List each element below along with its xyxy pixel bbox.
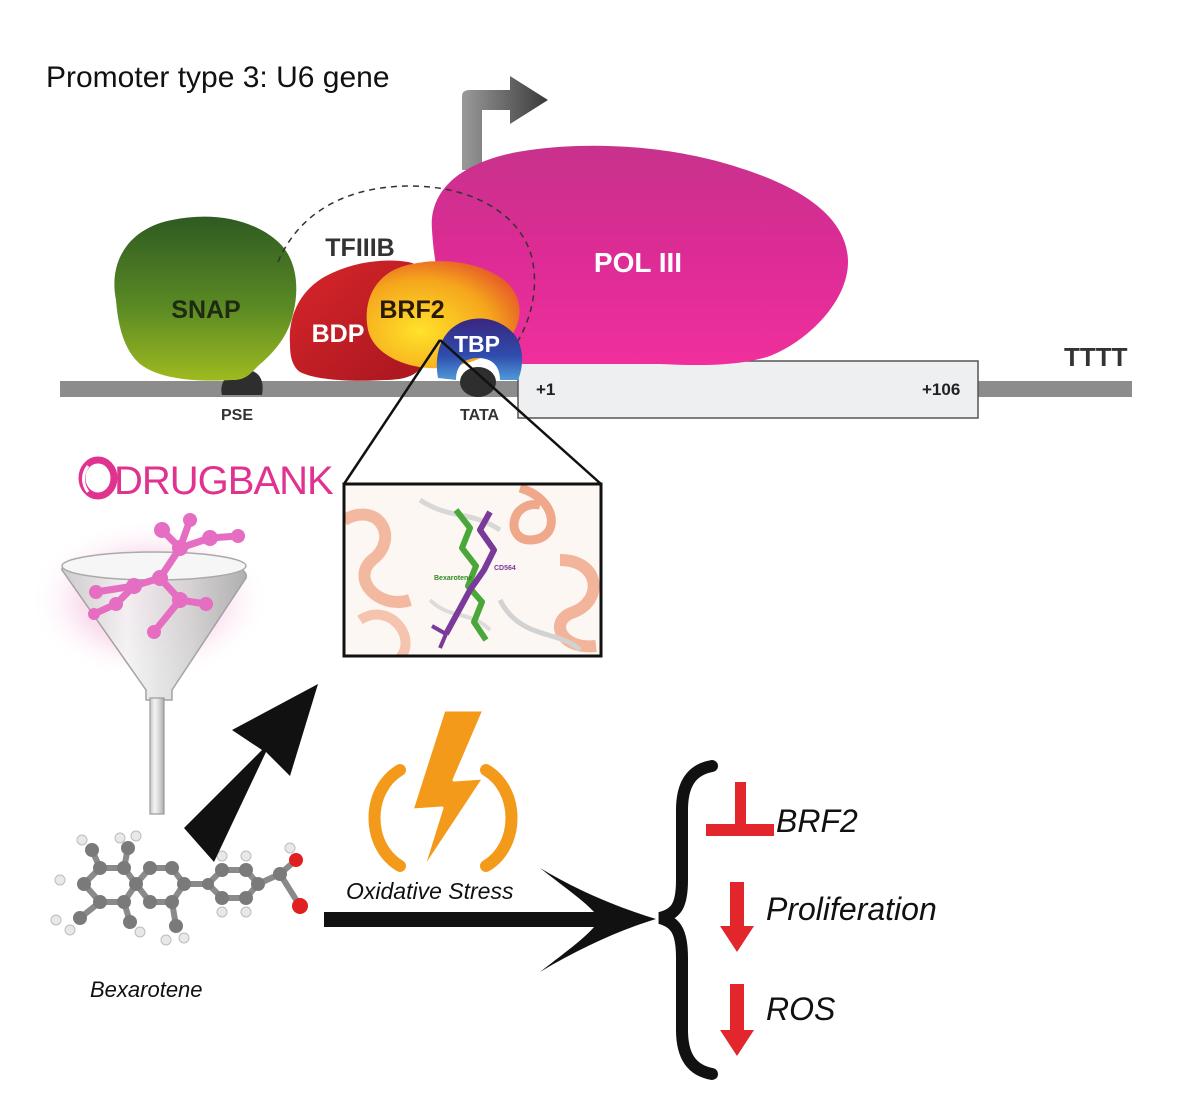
pink-molecule-icon (88, 513, 245, 639)
stress-arrow-shaft (324, 912, 620, 927)
label-tbp: TBP (454, 331, 500, 357)
tbp-protein (436, 318, 523, 380)
transcribed-region (517, 360, 979, 419)
label-bdp: BDP (312, 320, 365, 348)
diagram-title: Promoter type 3: U6 gene (46, 61, 390, 94)
label-pse: PSE (221, 407, 253, 424)
tata-element (460, 367, 496, 397)
label-snap: SNAP (171, 296, 240, 324)
label-tfiiib: TFIIIB (325, 234, 394, 262)
label-end-site: +106 (922, 380, 960, 399)
label-ligand-bexarotene: Bexarotene (434, 575, 472, 582)
label-oxidative-stress: Oxidative Stress (346, 878, 514, 904)
label-terminator: TTTT (1064, 342, 1128, 372)
drugbank-logo-text: DRUGBANK (114, 459, 334, 503)
label-bexarotene: Bexarotene (90, 977, 203, 1002)
bexarotene-molecule-icon (50, 830, 308, 946)
decrease-arrow-ros-icon (720, 984, 754, 1056)
label-brf2: BRF2 (379, 296, 444, 324)
snap-complex (114, 216, 297, 381)
transcription-start-arrow (462, 76, 548, 170)
label-start-site: +1 (536, 380, 555, 399)
label-pol3: POL III (594, 247, 682, 278)
decrease-arrow-proliferation-icon (720, 882, 754, 952)
tfiiib-outline (277, 185, 536, 357)
label-ligand-cd564: CD564 (494, 565, 516, 572)
diagonal-arrow (184, 684, 318, 862)
stress-arrow-head (540, 868, 656, 972)
effect-label-ros: ROS (766, 991, 835, 1027)
drugbank-logo-icon (78, 456, 118, 500)
zoom-line-right (439, 339, 602, 485)
label-tata: TATA (460, 407, 500, 424)
effect-label-proliferation: Proliferation (766, 891, 937, 927)
effects-brace (658, 760, 718, 1080)
pol3-complex (431, 145, 848, 366)
zoom-line-left (342, 339, 442, 485)
lightning-bolt-icon (368, 708, 518, 874)
docking-inset (342, 482, 603, 658)
effect-label-brf2: BRF2 (776, 803, 858, 839)
inhibit-symbol-icon (706, 782, 774, 836)
